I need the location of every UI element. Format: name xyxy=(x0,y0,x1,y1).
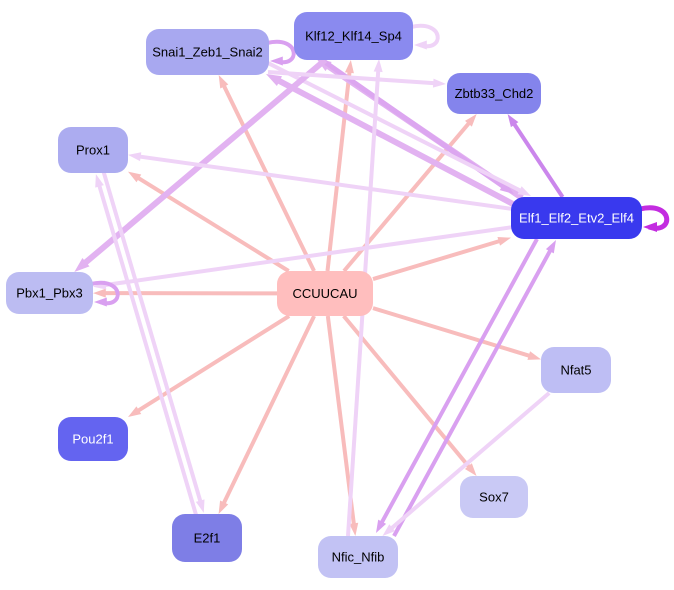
node-shape xyxy=(511,197,642,239)
node-label: E2f1 xyxy=(194,531,221,546)
node-Zbtb33_Chd2: Zbtb33_Chd2 xyxy=(447,73,541,114)
node-label: Nfic_Nfib xyxy=(332,550,385,565)
edge-Nfic_Nfib-Elf1_Elf2_Etv2_Elf4 xyxy=(392,240,556,537)
edge-Elf1_Elf2_Etv2_Elf4-Zbtb33_Chd2 xyxy=(507,114,565,199)
node-shape xyxy=(6,272,93,314)
edge-CCUUCAU-Elf1_Elf2_Etv2_Elf4 xyxy=(372,237,511,282)
node-Nfat5: Nfat5 xyxy=(541,347,611,393)
node-label: Snai1_Zeb1_Snai2 xyxy=(152,45,263,60)
edge-Snai1_Zeb1_Snai2-Elf1_Elf2_Etv2_Elf4 xyxy=(265,60,531,196)
node-shape xyxy=(58,127,128,173)
node-label: Nfat5 xyxy=(560,363,591,378)
edge-Prox1-E2f1 xyxy=(101,171,205,513)
edge-self-Snai1_Zeb1_Snai2 xyxy=(266,39,296,66)
node-shape xyxy=(541,347,611,393)
node-shape xyxy=(58,417,128,461)
node-label: Zbtb33_Chd2 xyxy=(455,86,534,101)
node-label: Elf1_Elf2_Etv2_Elf4 xyxy=(519,211,634,226)
node-label: Sox7 xyxy=(479,490,509,505)
node-label: Klf12_Klf14_Sp4 xyxy=(305,29,402,44)
node-Pbx1_Pbx3: Pbx1_Pbx3 xyxy=(6,272,93,314)
edge-CCUUCAU-Snai1_Zeb1_Snai2 xyxy=(218,75,316,272)
node-Klf12_Klf14_Sp4: Klf12_Klf14_Sp4 xyxy=(294,12,413,60)
node-shape xyxy=(172,514,242,562)
node-label: CCUUCAU xyxy=(293,286,358,301)
edge-E2f1-Prox1 xyxy=(95,174,199,516)
edge-Elf1_Elf2_Etv2_Elf4-Nfic_Nfib xyxy=(376,238,539,533)
node-Snai1_Zeb1_Snai2: Snai1_Zeb1_Snai2 xyxy=(146,29,269,75)
edge-self-Elf1_Elf2_Etv2_Elf4 xyxy=(639,205,670,232)
node-shape xyxy=(318,536,398,578)
edge-Snai1_Zeb1_Snai2-Zbtb33_Chd2 xyxy=(267,70,446,88)
node-Elf1_Elf2_Etv2_Elf4: Elf1_Elf2_Etv2_Elf4 xyxy=(511,197,642,239)
node-shape xyxy=(447,73,541,114)
node-shape xyxy=(277,271,373,316)
edge-CCUUCAU-Nfat5 xyxy=(372,306,541,360)
node-shape xyxy=(460,476,528,518)
edge-CCUUCAU-Sox7 xyxy=(342,314,477,476)
node-Pou2f1: Pou2f1 xyxy=(58,417,128,461)
node-Sox7: Sox7 xyxy=(460,476,528,518)
edge-CCUUCAU-Klf12_Klf14_Sp4 xyxy=(325,60,354,272)
node-label: Prox1 xyxy=(76,143,110,158)
node-Nfic_Nfib: Nfic_Nfib xyxy=(318,536,398,578)
node-shape xyxy=(146,29,269,75)
edge-Elf1_Elf2_Etv2_Elf4-Prox1 xyxy=(128,152,512,211)
edge-CCUUCAU-Pbx1_Pbx3 xyxy=(93,288,278,298)
edge-Elf1_Elf2_Etv2_Elf4-Snai1_Zeb1_Snai2 xyxy=(266,74,515,207)
edge-CCUUCAU-E2f1 xyxy=(218,315,316,514)
edge-CCUUCAU-Prox1 xyxy=(128,171,290,273)
node-label: Pbx1_Pbx3 xyxy=(16,286,83,301)
edge-self-Pbx1_Pbx3 xyxy=(90,280,120,307)
node-CCUUCAU: CCUUCAU xyxy=(277,271,373,316)
node-E2f1: E2f1 xyxy=(172,514,242,562)
node-Prox1: Prox1 xyxy=(58,127,128,173)
edge-Nfat5-Nfic_Nfib xyxy=(382,391,551,536)
edge-Klf12_Klf14_Sp4-Pbx1_Pbx3 xyxy=(74,57,328,272)
edge-self-Klf12_Klf14_Sp4 xyxy=(410,23,440,50)
node-shape xyxy=(294,12,413,60)
node-label: Pou2f1 xyxy=(72,432,113,447)
